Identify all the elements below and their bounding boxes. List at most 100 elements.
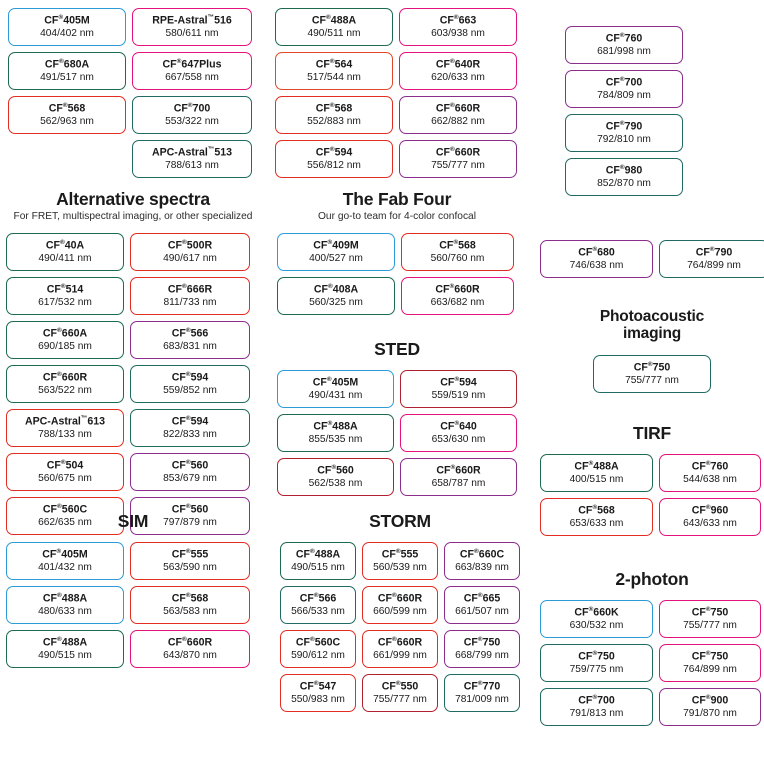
- trademark-mark: ®: [619, 164, 625, 172]
- fab-four-title: The Fab Four: [342, 189, 452, 209]
- dye-chip-name: CF®560: [317, 463, 354, 477]
- trademark-mark: ®: [185, 459, 191, 467]
- alternative-spectra-title: Alternative spectra: [56, 189, 210, 209]
- trademark-mark: ®: [176, 58, 182, 66]
- dye-chip-name: APC-Astral™613: [24, 415, 106, 428]
- dye-chip-name: CF®700: [173, 102, 211, 115]
- trademark-mark: ®: [329, 58, 335, 66]
- dye-chip-spectra: 630/532 nm: [569, 619, 624, 631]
- dye-chip-name: CF®660R: [435, 282, 480, 296]
- trademark-mark: ®: [56, 547, 62, 555]
- dye-chip-name: CF®408A: [313, 282, 359, 296]
- dye-chip-spectra: 653/630 nm: [431, 433, 486, 445]
- trademark-mark: ®: [619, 32, 625, 39]
- trademark-mark: ®: [474, 547, 479, 555]
- dye-chip-spectra: 764/899 nm: [687, 260, 741, 272]
- dye-chip-name: CF®550: [381, 679, 419, 693]
- dye-chip-spectra: 663/839 nm: [455, 561, 509, 573]
- trademark-mark: ®: [592, 649, 598, 657]
- section-alternative-spectra: Alternative spectra For FRET, multispect…: [6, 189, 260, 536]
- sted-title: STED: [374, 339, 420, 359]
